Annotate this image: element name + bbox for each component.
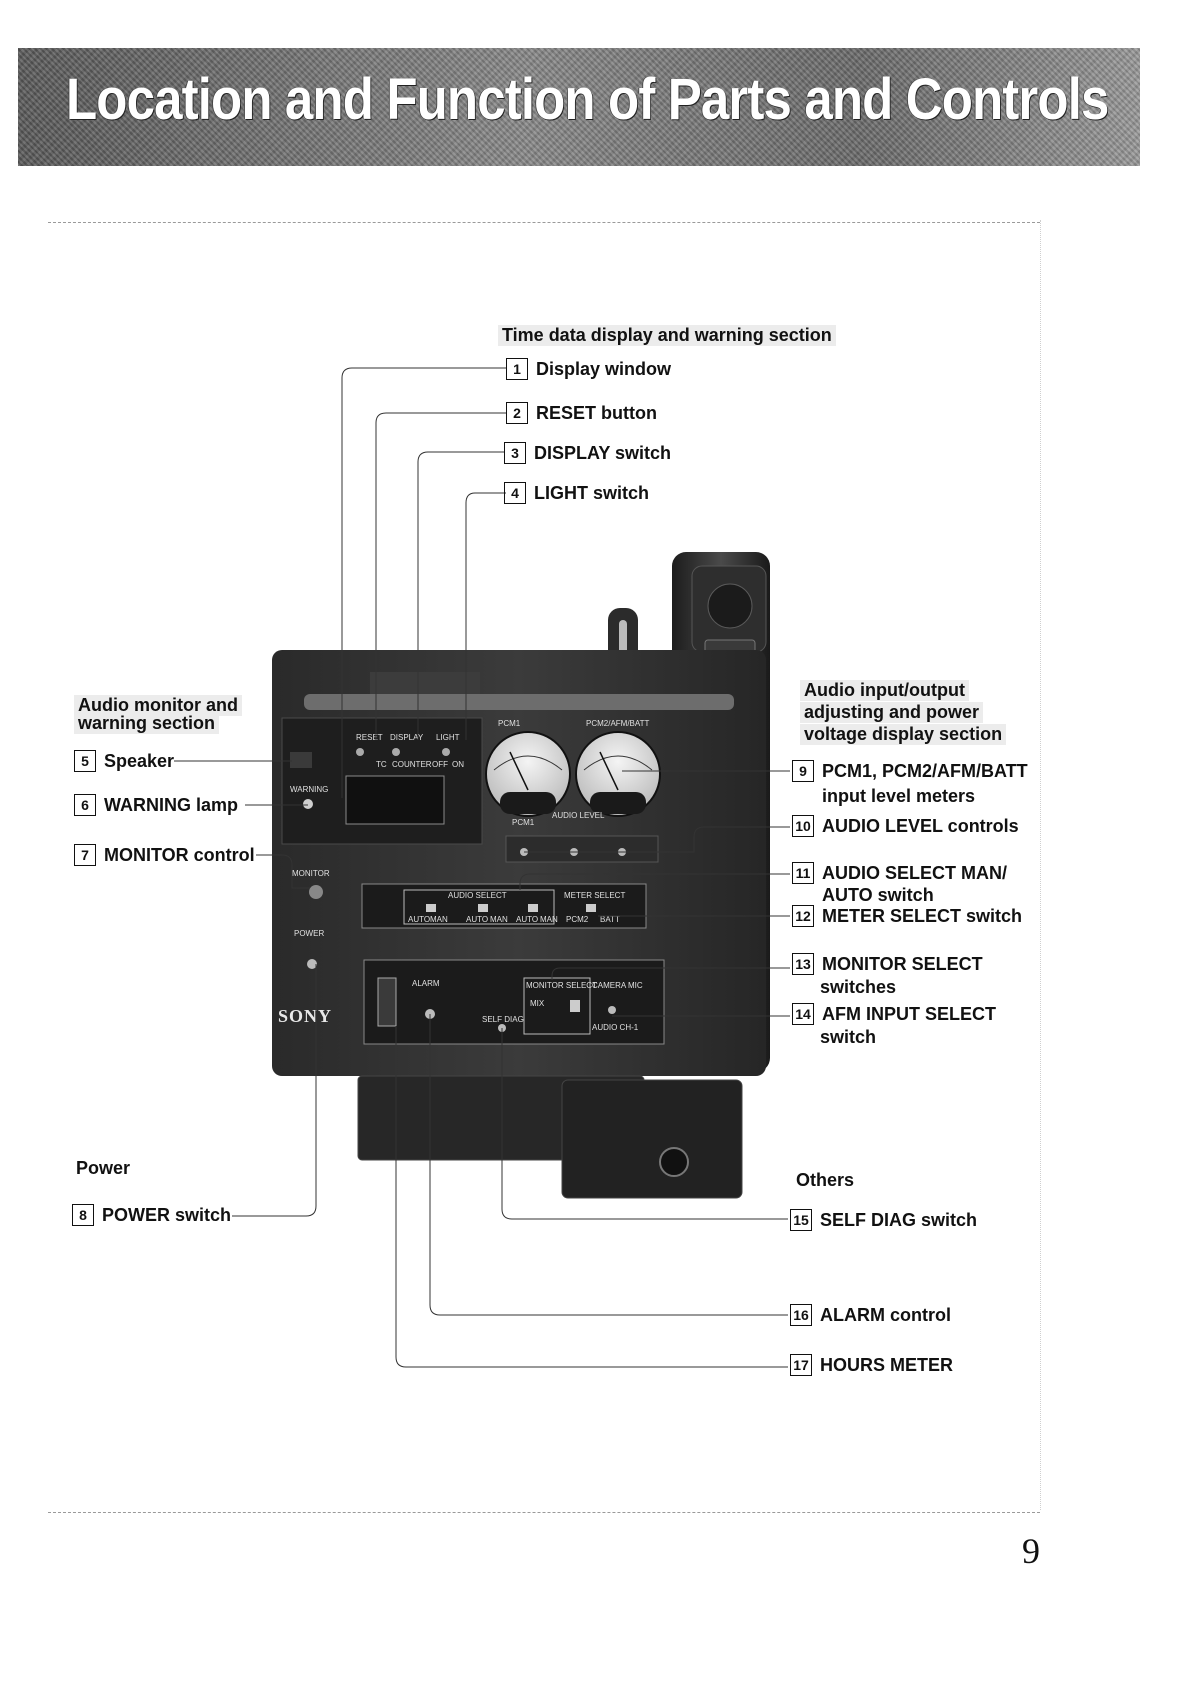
svg-text:MIX: MIX bbox=[530, 999, 545, 1008]
svg-text:COUNTER: COUNTER bbox=[392, 760, 432, 769]
svg-text:MAN: MAN bbox=[540, 915, 558, 924]
svg-text:OFF: OFF bbox=[432, 760, 448, 769]
pcm2-afm-batt-meter bbox=[575, 731, 661, 817]
svg-text:CAMERA MIC: CAMERA MIC bbox=[592, 981, 643, 990]
svg-text:WARNING: WARNING bbox=[290, 785, 328, 794]
hours-meter-window bbox=[377, 977, 397, 1027]
heading-audio-io-2: adjusting and power bbox=[800, 702, 984, 723]
top-post bbox=[608, 608, 638, 698]
bottom-rule bbox=[48, 1512, 1040, 1513]
audio-level-knob-1[interactable] bbox=[520, 848, 528, 856]
display-window bbox=[345, 775, 445, 825]
svg-text:ON: ON bbox=[452, 760, 464, 769]
callout-9-line-2: input level meters bbox=[822, 786, 976, 806]
svg-text:AUTO: AUTO bbox=[516, 915, 538, 924]
main-body bbox=[272, 650, 766, 1076]
audio-level-knob-3[interactable] bbox=[618, 848, 626, 856]
svg-text:SONY: SONY bbox=[278, 1006, 332, 1026]
display-switch[interactable] bbox=[392, 748, 400, 756]
svg-text:AUTO: AUTO bbox=[466, 915, 488, 924]
callout-13-line-2: switches bbox=[820, 977, 897, 997]
battery-tray bbox=[357, 1075, 645, 1161]
top-handle bbox=[304, 694, 734, 710]
svg-text:SELF DIAG: SELF DIAG bbox=[482, 1015, 524, 1024]
callout-14-line-2: switch bbox=[820, 1027, 877, 1047]
heading-audio-monitor-1: Audio monitor and bbox=[74, 695, 242, 716]
heading-others: Others bbox=[796, 1170, 855, 1190]
callout-11-line-2: AUTO switch bbox=[822, 885, 934, 905]
heading-audio-io-3: voltage display section bbox=[800, 724, 1007, 745]
power-switch[interactable] bbox=[307, 959, 317, 969]
svg-text:MAN: MAN bbox=[490, 915, 508, 924]
svg-text:AUDIO LEVEL: AUDIO LEVEL bbox=[552, 811, 605, 820]
svg-text:DISPLAY: DISPLAY bbox=[390, 733, 424, 742]
svg-text:MAN: MAN bbox=[430, 915, 448, 924]
svg-text:PCM1: PCM1 bbox=[512, 818, 535, 827]
svg-text:AUDIO CH-1: AUDIO CH-1 bbox=[592, 1023, 639, 1032]
svg-text:ALARM: ALARM bbox=[412, 979, 440, 988]
monitor-knob[interactable] bbox=[309, 885, 323, 899]
svg-text:PCM2/AFM/BATT: PCM2/AFM/BATT bbox=[586, 719, 650, 728]
svg-text:AUDIO SELECT: AUDIO SELECT bbox=[448, 891, 507, 900]
svg-text:MONITOR: MONITOR bbox=[292, 869, 330, 878]
svg-text:LIGHT: LIGHT bbox=[436, 733, 460, 742]
light-switch[interactable] bbox=[442, 748, 450, 756]
warning-lamp bbox=[303, 799, 313, 809]
svg-text:METER SELECT: METER SELECT bbox=[564, 891, 625, 900]
svg-text:PCM1: PCM1 bbox=[498, 719, 521, 728]
heading-audio-io-1: Audio input/output bbox=[800, 680, 969, 701]
right-rule bbox=[1040, 220, 1041, 1510]
heading-power: Power bbox=[76, 1158, 131, 1178]
title-banner: Location and Function of Parts and Contr… bbox=[18, 48, 1140, 166]
push-label: PUSH bbox=[719, 650, 741, 659]
self-diag-switch[interactable] bbox=[498, 1024, 506, 1032]
svg-text:RESET: RESET bbox=[356, 733, 383, 742]
battery-handle-unit: PUSH bbox=[672, 552, 770, 1072]
page-title: Location and Function of Parts and Contr… bbox=[66, 67, 1109, 132]
svg-text:AUTO: AUTO bbox=[408, 915, 430, 924]
page-number: 9 bbox=[1022, 1531, 1040, 1571]
svg-text:POWER: POWER bbox=[294, 929, 324, 938]
alarm-knob[interactable] bbox=[425, 1009, 435, 1019]
pcm1-meter bbox=[485, 731, 571, 817]
svg-text:MONITOR SELECT: MONITOR SELECT bbox=[526, 981, 597, 990]
svg-text:PCM2: PCM2 bbox=[566, 915, 589, 924]
afm-input-select-switch[interactable] bbox=[608, 1006, 616, 1014]
heading-audio-monitor-2: warning section bbox=[74, 713, 220, 734]
audio-level-knob-2[interactable] bbox=[570, 848, 578, 856]
heading-time-data: Time data display and warning section bbox=[498, 325, 836, 346]
speaker-grille bbox=[290, 752, 312, 768]
svg-text:TC: TC bbox=[376, 760, 387, 769]
svg-text:BATT: BATT bbox=[600, 915, 620, 924]
top-rule bbox=[48, 222, 1040, 223]
reset-button[interactable] bbox=[356, 748, 364, 756]
